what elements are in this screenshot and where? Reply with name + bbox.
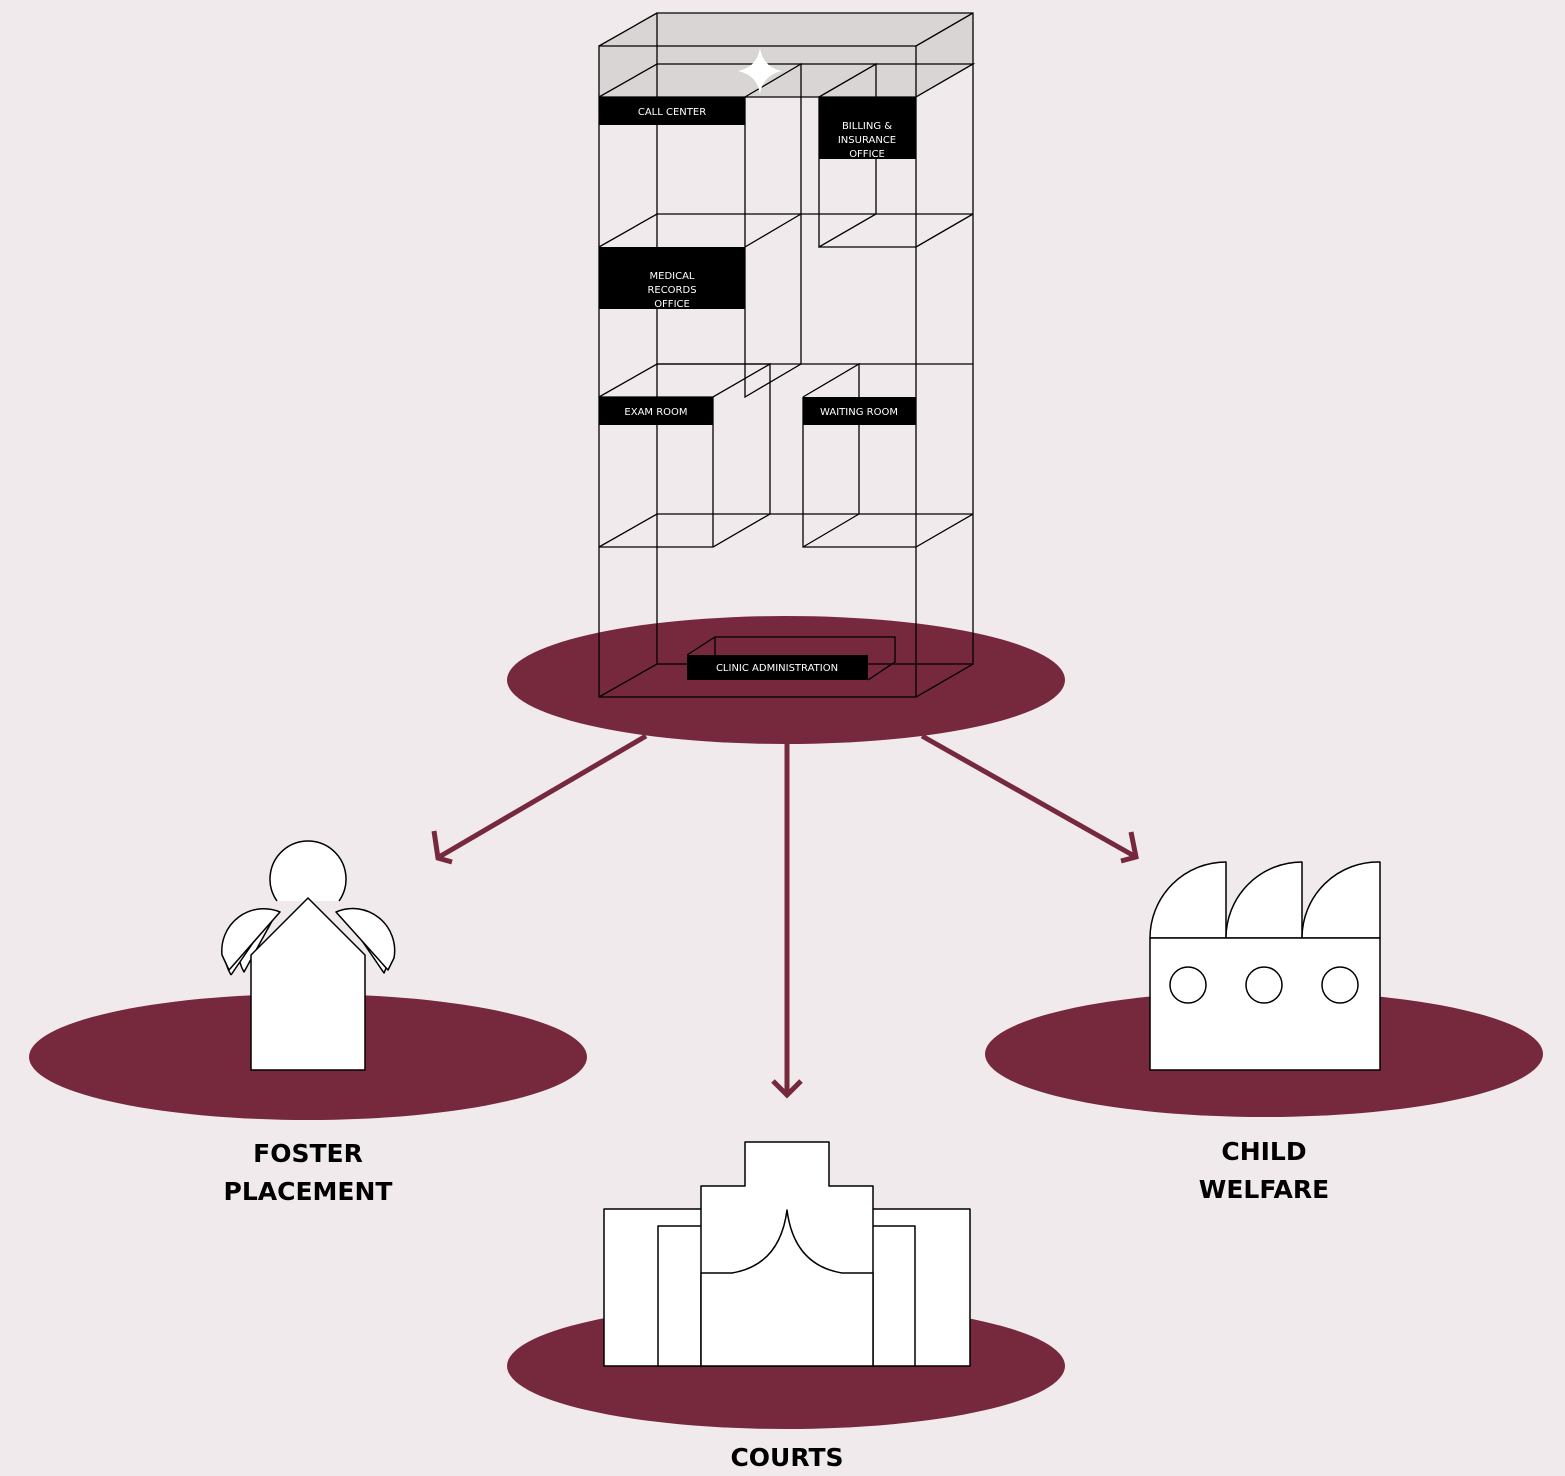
room-label-call-center: CALL CENTER xyxy=(638,107,706,118)
label-line: WELFARE xyxy=(1199,1175,1329,1204)
building-frame xyxy=(598,12,976,698)
label-line: CALL CENTER xyxy=(638,107,706,118)
label-line: COURTS xyxy=(730,1443,843,1472)
room-billing: BILLING & INSURANCE OFFICE xyxy=(819,97,916,160)
label-line: PLACEMENT xyxy=(224,1177,393,1206)
destination-label-child-welfare: CHILD WELFARE xyxy=(1199,1137,1329,1204)
room-label-medical-records: MEDICAL RECORDS OFFICE xyxy=(647,271,696,310)
factory-icon xyxy=(1149,861,1381,1071)
destination-label-courts: COURTS xyxy=(730,1443,843,1472)
arrow-to-foster xyxy=(431,733,648,865)
room-label-clinic-admin: CLINIC ADMINISTRATION xyxy=(716,663,838,674)
room-label-billing: BILLING & INSURANCE OFFICE xyxy=(838,121,896,160)
label-line: CHILD xyxy=(1221,1137,1306,1166)
arrow-to-courts xyxy=(771,740,803,1099)
roof-glass xyxy=(599,13,973,97)
label-line: FOSTER xyxy=(253,1139,363,1168)
label-line: OFFICE xyxy=(849,149,885,160)
room-clinic-admin: CLINIC ADMINISTRATION xyxy=(687,655,868,680)
clinic-building-wireframe: CALL CENTER BILLING & INSURANCE OFFICE MED… xyxy=(598,12,976,698)
destination-label-foster-placement: FOSTER PLACEMENT xyxy=(224,1139,393,1206)
data-flow-arrows xyxy=(431,733,1139,1099)
room-label-waiting-room: WAITING ROOM xyxy=(820,407,898,418)
label-line: MEDICAL xyxy=(650,271,695,282)
room-medical-records: MEDICAL RECORDS OFFICE xyxy=(599,247,745,310)
label-line: RECORDS xyxy=(647,285,696,296)
house-with-leaves-icon xyxy=(221,840,396,1071)
factory-window-icon xyxy=(1245,966,1283,1004)
room-exam-room: EXAM ROOM xyxy=(599,397,713,425)
factory-window-icon xyxy=(1321,966,1359,1004)
label-line: INSURANCE xyxy=(838,135,896,146)
factory-window-icon xyxy=(1169,966,1207,1004)
label-line: EXAM ROOM xyxy=(624,407,687,418)
sparkle-icon xyxy=(738,48,782,94)
room-waiting-room: WAITING ROOM xyxy=(803,397,916,425)
label-line: BILLING & xyxy=(842,121,892,132)
room-call-center: CALL CENTER xyxy=(599,97,745,125)
courthouse-icon xyxy=(603,1141,971,1367)
room-label-exam-room: EXAM ROOM xyxy=(624,407,687,418)
arrow-to-child-welfare xyxy=(920,733,1139,864)
label-line: OFFICE xyxy=(654,299,690,310)
label-line: WAITING ROOM xyxy=(820,407,898,418)
label-line: CLINIC ADMINISTRATION xyxy=(716,663,838,674)
